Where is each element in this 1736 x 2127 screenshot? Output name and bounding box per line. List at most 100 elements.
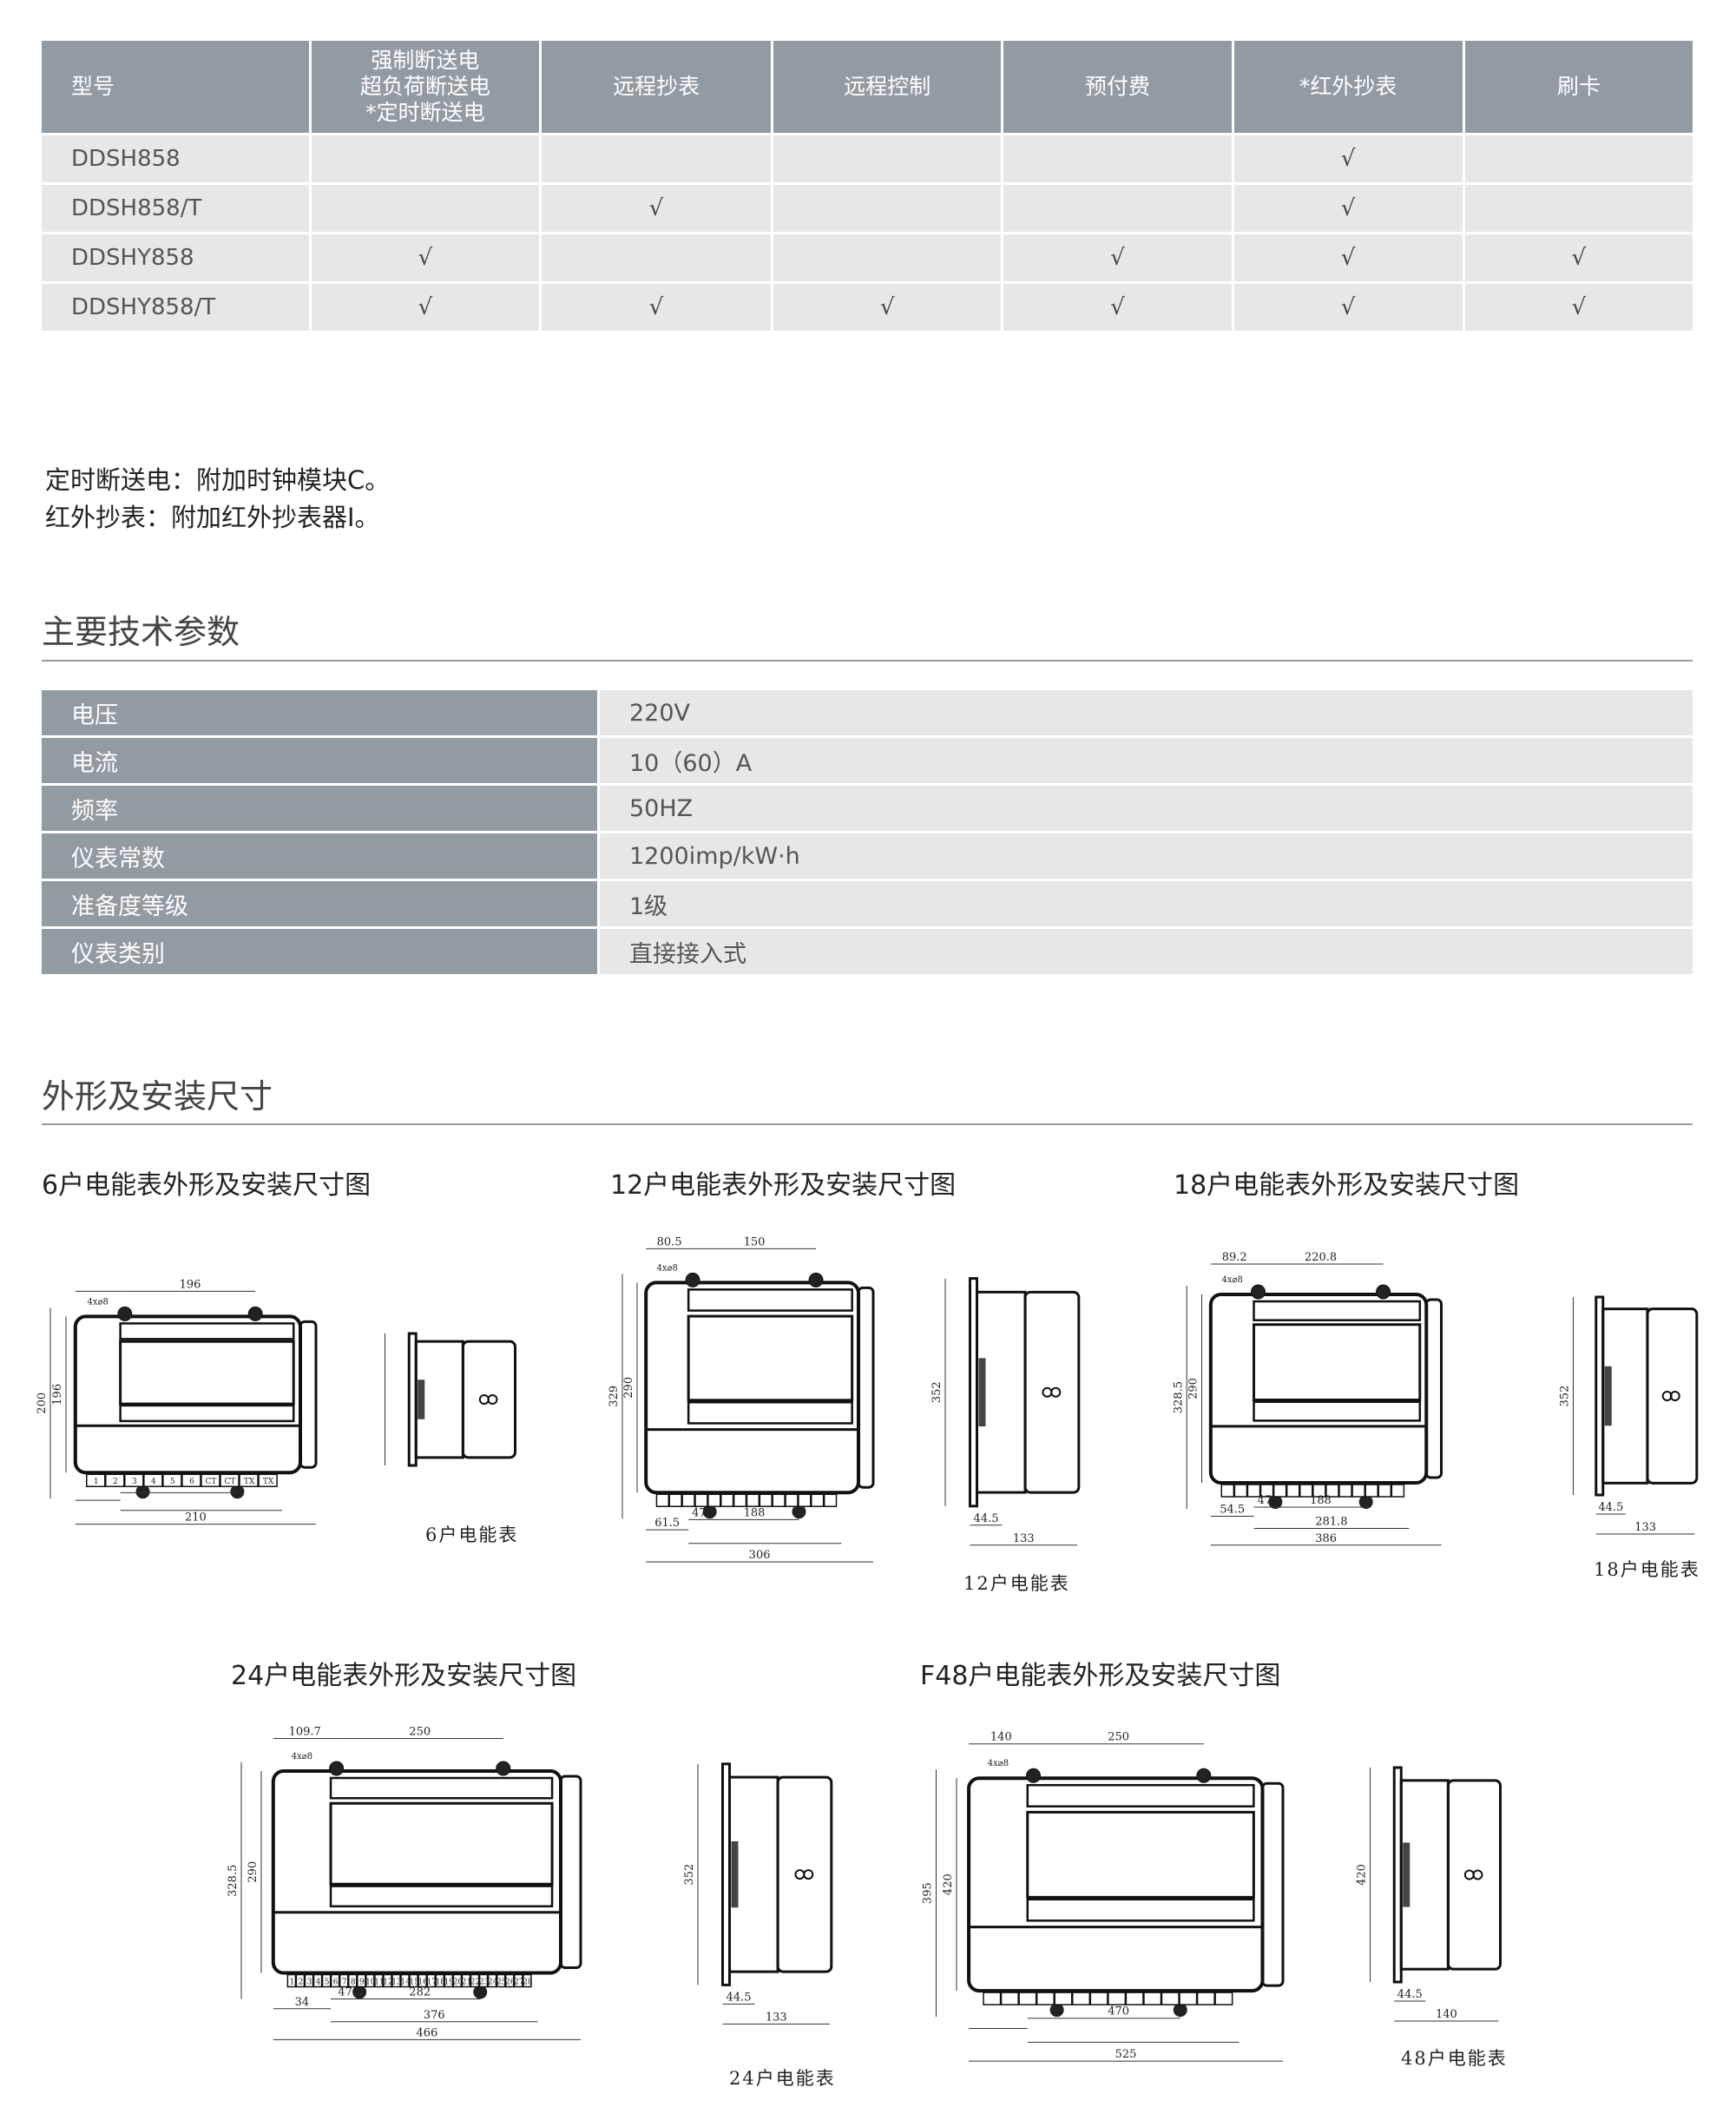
mounting-hole-icon xyxy=(1358,1495,1373,1509)
terminal xyxy=(295,1973,306,1988)
mounting-hole-icon xyxy=(1268,1495,1283,1509)
terminal xyxy=(504,1973,515,1988)
diagram-caption: 12户电能表 xyxy=(963,1573,1070,1594)
terminal xyxy=(347,1973,358,1988)
mounting-hole-icon xyxy=(1196,1768,1212,1783)
dimension-label: 220.8 xyxy=(1305,1251,1337,1264)
hole-spec-label: 4x⌀8 xyxy=(88,1297,108,1307)
latch xyxy=(418,1380,425,1419)
terminal-label: 5 xyxy=(170,1478,175,1486)
terminal xyxy=(1364,1484,1378,1498)
mounting-hole-icon xyxy=(1173,2003,1187,2018)
param-row: 仪表类别直接接入式 xyxy=(42,929,1693,974)
display-window xyxy=(1026,1810,1255,1899)
dimension-label: 328.5 xyxy=(1172,1381,1185,1413)
terminal xyxy=(1196,1992,1215,2005)
terminal xyxy=(1000,1992,1019,2005)
seal-hole-icon xyxy=(1463,1869,1475,1880)
dimension-label: 44.5 xyxy=(727,1991,752,2004)
hole-spec-label: 4x⌀8 xyxy=(656,1263,677,1273)
dimension-label: 386 xyxy=(1315,1532,1337,1545)
terminal-label: 1 xyxy=(94,1478,99,1486)
feature-check-cell: √ xyxy=(1233,284,1463,331)
dimension-label: 196 xyxy=(51,1384,64,1406)
display-band xyxy=(1253,1400,1422,1422)
dimension-label: 328.5 xyxy=(227,1865,240,1897)
column-header: 远程抄表 xyxy=(542,41,772,133)
dimension-label: 376 xyxy=(424,2009,445,2022)
feature-check-cell: √ xyxy=(542,284,772,331)
terminal xyxy=(444,1973,454,1988)
terminal xyxy=(1351,1484,1365,1498)
model-cell: DDSH858 xyxy=(42,135,309,182)
diagram-title: 24户电能表外形及安装尺寸图 xyxy=(231,1661,577,1691)
terminal xyxy=(1338,1484,1352,1498)
dimension-label: 420 xyxy=(1356,1864,1369,1886)
terminal xyxy=(1018,1992,1037,2005)
terminal xyxy=(496,1973,506,1988)
model-cell: DDSHY858/T xyxy=(42,284,309,331)
feature-check-cell: √ xyxy=(1233,234,1463,281)
terminal-label: 22 xyxy=(470,1979,480,1987)
cover-section xyxy=(1646,1307,1699,1485)
terminal xyxy=(86,1473,106,1487)
dimension-label: 34 xyxy=(295,1996,310,2009)
terminal xyxy=(239,1473,259,1487)
terminal xyxy=(1391,1484,1405,1498)
dimension-label: 352 xyxy=(683,1864,696,1886)
mounting-hole-icon xyxy=(685,1272,700,1287)
terminal xyxy=(798,1493,812,1507)
feature-check-cell xyxy=(311,185,540,232)
terminal xyxy=(746,1493,760,1507)
terminal xyxy=(478,1973,489,1988)
param-label: 电压 xyxy=(42,690,597,735)
side-strip xyxy=(1424,1298,1443,1479)
feature-check-cell xyxy=(1464,135,1693,182)
terminal xyxy=(1299,1484,1313,1498)
dimension-label: 250 xyxy=(409,1726,431,1739)
terminal xyxy=(143,1473,163,1487)
terminal xyxy=(655,1493,670,1507)
hole-spec-label: 4x⌀8 xyxy=(292,1752,312,1762)
dimension-label: 150 xyxy=(744,1235,766,1248)
terminal xyxy=(983,1992,1002,2005)
terminal xyxy=(1246,1484,1261,1498)
terminal xyxy=(1125,1992,1144,2005)
latch xyxy=(1403,1842,1410,1907)
terminal-label: 2 xyxy=(113,1478,118,1486)
mounting-hole-icon xyxy=(1376,1284,1391,1300)
feature-check-cell: √ xyxy=(1003,234,1232,281)
terminal xyxy=(409,1973,418,1988)
terminal-label: 8 xyxy=(351,1979,356,1987)
terminal-label: 7 xyxy=(342,1979,347,1987)
param-label: 频率 xyxy=(42,786,597,831)
side-strip xyxy=(299,1320,318,1469)
dimension-label: 54.5 xyxy=(1220,1504,1245,1517)
section-divider xyxy=(42,1123,1693,1125)
display-band xyxy=(329,1885,554,1908)
mounting-hole-icon xyxy=(117,1306,133,1321)
feature-check-cell: √ xyxy=(1003,284,1232,331)
terminal xyxy=(391,1973,401,1988)
terminal xyxy=(1272,1484,1287,1498)
seal-hole-icon xyxy=(1042,1386,1053,1398)
table-row: DDSHY858/T√√√√√√ xyxy=(42,284,1693,331)
dimension-label: 47 xyxy=(338,1986,352,1999)
terminal-label: 6 xyxy=(189,1478,194,1486)
terminal xyxy=(1054,1992,1073,2005)
terminal-label: 6 xyxy=(333,1979,339,1987)
latch xyxy=(1604,1366,1612,1426)
dimension-label: 290 xyxy=(247,1861,260,1883)
terminal-label: CT xyxy=(225,1478,236,1486)
meter-body xyxy=(967,1776,1265,1993)
terminal xyxy=(1179,1992,1198,2005)
terminal-label: 20 xyxy=(453,1979,464,1987)
terminal xyxy=(523,1973,532,1988)
terminal xyxy=(470,1973,480,1988)
param-label: 仪表类别 xyxy=(42,929,597,974)
column-header: 型号 xyxy=(42,41,309,133)
terminal xyxy=(312,1973,323,1988)
